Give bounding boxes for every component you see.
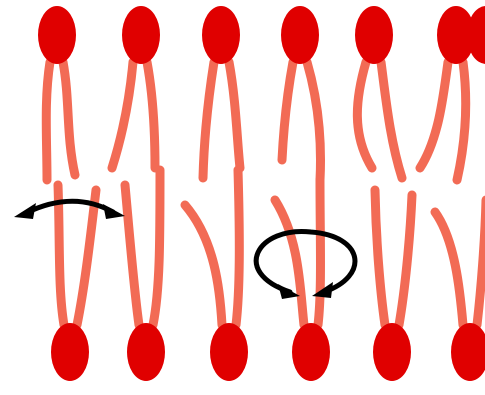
upper-lipid-4 xyxy=(281,6,320,180)
lipid-tail xyxy=(420,62,448,168)
lower-lipid-5 xyxy=(373,190,412,381)
lipid-tail xyxy=(375,190,385,325)
lipid-tail xyxy=(399,195,412,325)
lipid-tail xyxy=(435,212,463,325)
lipid-tail xyxy=(307,62,320,180)
lipid-tail xyxy=(236,170,239,325)
lower-lipid-3 xyxy=(185,170,248,381)
lower-lipid-4 xyxy=(275,180,330,381)
lateral-diffusion-arc xyxy=(26,201,113,213)
lipid-tail xyxy=(318,180,321,325)
upper-lipid-5 xyxy=(355,6,402,178)
lower-lipid-1 xyxy=(51,185,96,381)
lipid-head xyxy=(467,6,485,64)
lipid-head xyxy=(355,6,393,64)
lipid-tail xyxy=(46,62,50,180)
lower-leaflet xyxy=(51,170,485,381)
lipid-tail xyxy=(112,62,133,168)
lipid-head xyxy=(38,6,76,64)
lipid-tail xyxy=(203,62,214,178)
lipid-head xyxy=(127,323,165,381)
lipid-tail xyxy=(77,190,96,325)
lateral-diffusion-arrowhead-left xyxy=(14,203,36,219)
upper-lipid-6 xyxy=(420,6,475,180)
lipid-tail xyxy=(357,62,372,168)
upper-lipid-2 xyxy=(112,6,160,168)
lipid-tail xyxy=(58,185,64,325)
lipid-tail xyxy=(381,62,402,178)
upper-lipid-7 xyxy=(467,6,485,64)
lipid-tail xyxy=(63,62,75,175)
lipid-head xyxy=(122,6,160,64)
upper-lipid-3 xyxy=(202,6,240,178)
lipid-tail xyxy=(282,62,293,160)
rotation-loop xyxy=(256,231,355,292)
lateral-diffusion-arrow xyxy=(14,201,125,219)
lower-lipid-2 xyxy=(125,170,165,381)
upper-lipid-1 xyxy=(38,6,76,180)
lipid-head xyxy=(51,323,89,381)
lipid-tail xyxy=(147,62,155,168)
upper-leaflet xyxy=(38,6,485,180)
lateral-diffusion-arrowhead-right xyxy=(103,204,125,219)
lipid-tail xyxy=(457,62,466,180)
lipid-head xyxy=(202,6,240,64)
lipid-tail xyxy=(153,170,160,325)
lipid-tail xyxy=(477,200,485,325)
lipid-head xyxy=(292,323,330,381)
lipid-head xyxy=(281,6,319,64)
lipid-head xyxy=(451,323,485,381)
lipid-head xyxy=(210,323,248,381)
lipid-tail xyxy=(125,185,139,325)
lipid-head xyxy=(373,323,411,381)
rotation-arrow xyxy=(256,231,355,299)
lipid-tail xyxy=(185,205,222,325)
lower-lipid-6 xyxy=(435,200,485,381)
lipid-tail xyxy=(275,200,304,325)
lipid-tail xyxy=(229,62,240,168)
